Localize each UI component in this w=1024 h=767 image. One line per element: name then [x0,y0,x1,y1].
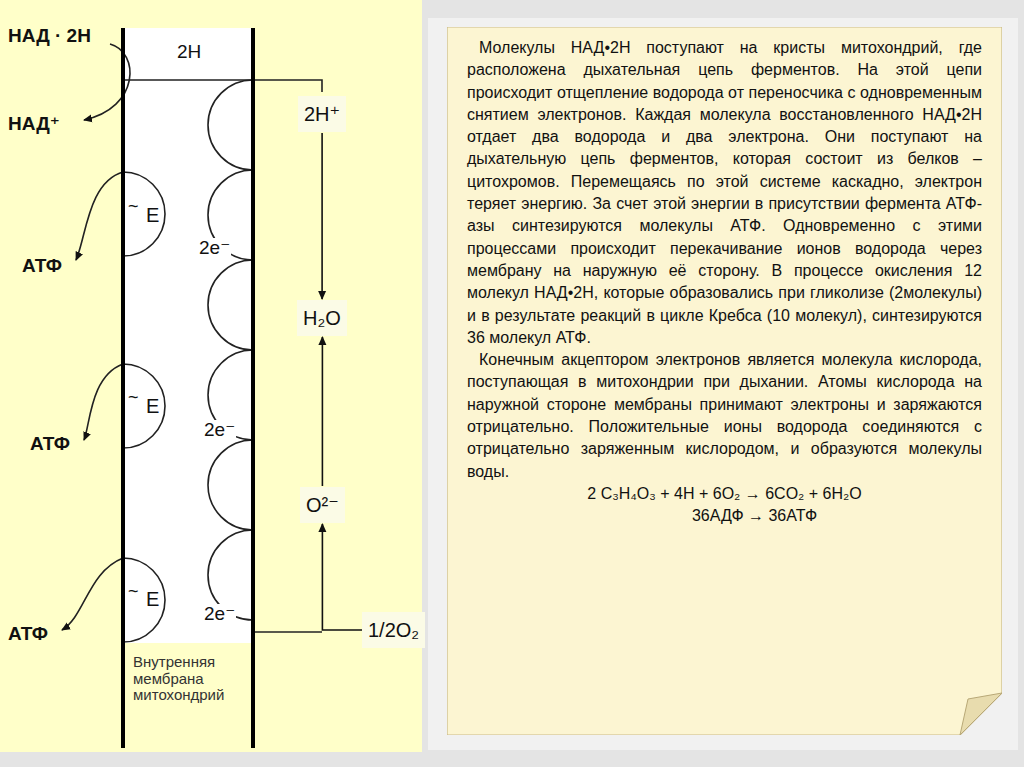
diagram-label: Е [145,204,160,226]
diagram-label: АТФ [30,434,70,455]
diagram-label: 2е⁻ [198,238,231,259]
body-paragraph: Конечным акцептором электронов является … [467,349,982,483]
diagram-label: НАД⁺ [8,114,60,135]
diagram-label: Е [145,395,160,417]
box-label: О²⁻ [306,493,339,517]
diagram-label: АТФ [22,256,62,277]
equation: 2 C₃H₄O₃ + 4H + 6O₂ → 6CO₂ + 6H₂O [467,483,982,505]
diagram-label: ~ [127,582,140,602]
body-paragraph: Молекулы НАД•2Н поступают на кристы мито… [467,37,982,349]
diagram-label: 2е⁻ [203,420,236,441]
flow-arrow [322,337,324,486]
label-box: 1/2О₂ [362,612,425,648]
box-label: 2Н⁺ [304,102,340,126]
diagram-label: Е [145,588,160,610]
diagram-label: 2Н [176,42,202,63]
flow-arrow [321,133,323,299]
box-label: Н₂О [303,306,341,330]
box-label: 1/2О₂ [368,618,419,642]
equation: 36АДФ → 36АТФ [527,505,982,527]
note-card: Молекулы НАД•2Н поступают на кристы мито… [447,27,1002,735]
diagram-label: АТФ [8,624,48,645]
label-box: 2Н⁺ [298,96,346,132]
diagram-label: ~ [127,388,140,408]
diagram-label: 2е⁻ [203,604,236,625]
diagram-label: ~ [127,197,140,217]
label-box: Н₂О [297,300,347,336]
membrane-caption: Внутренняя мембрана митохондрий [133,654,248,704]
flow-arrow [322,524,362,630]
label-box: О²⁻ [300,487,345,523]
diagram-label: НАД · 2Н [8,26,91,47]
